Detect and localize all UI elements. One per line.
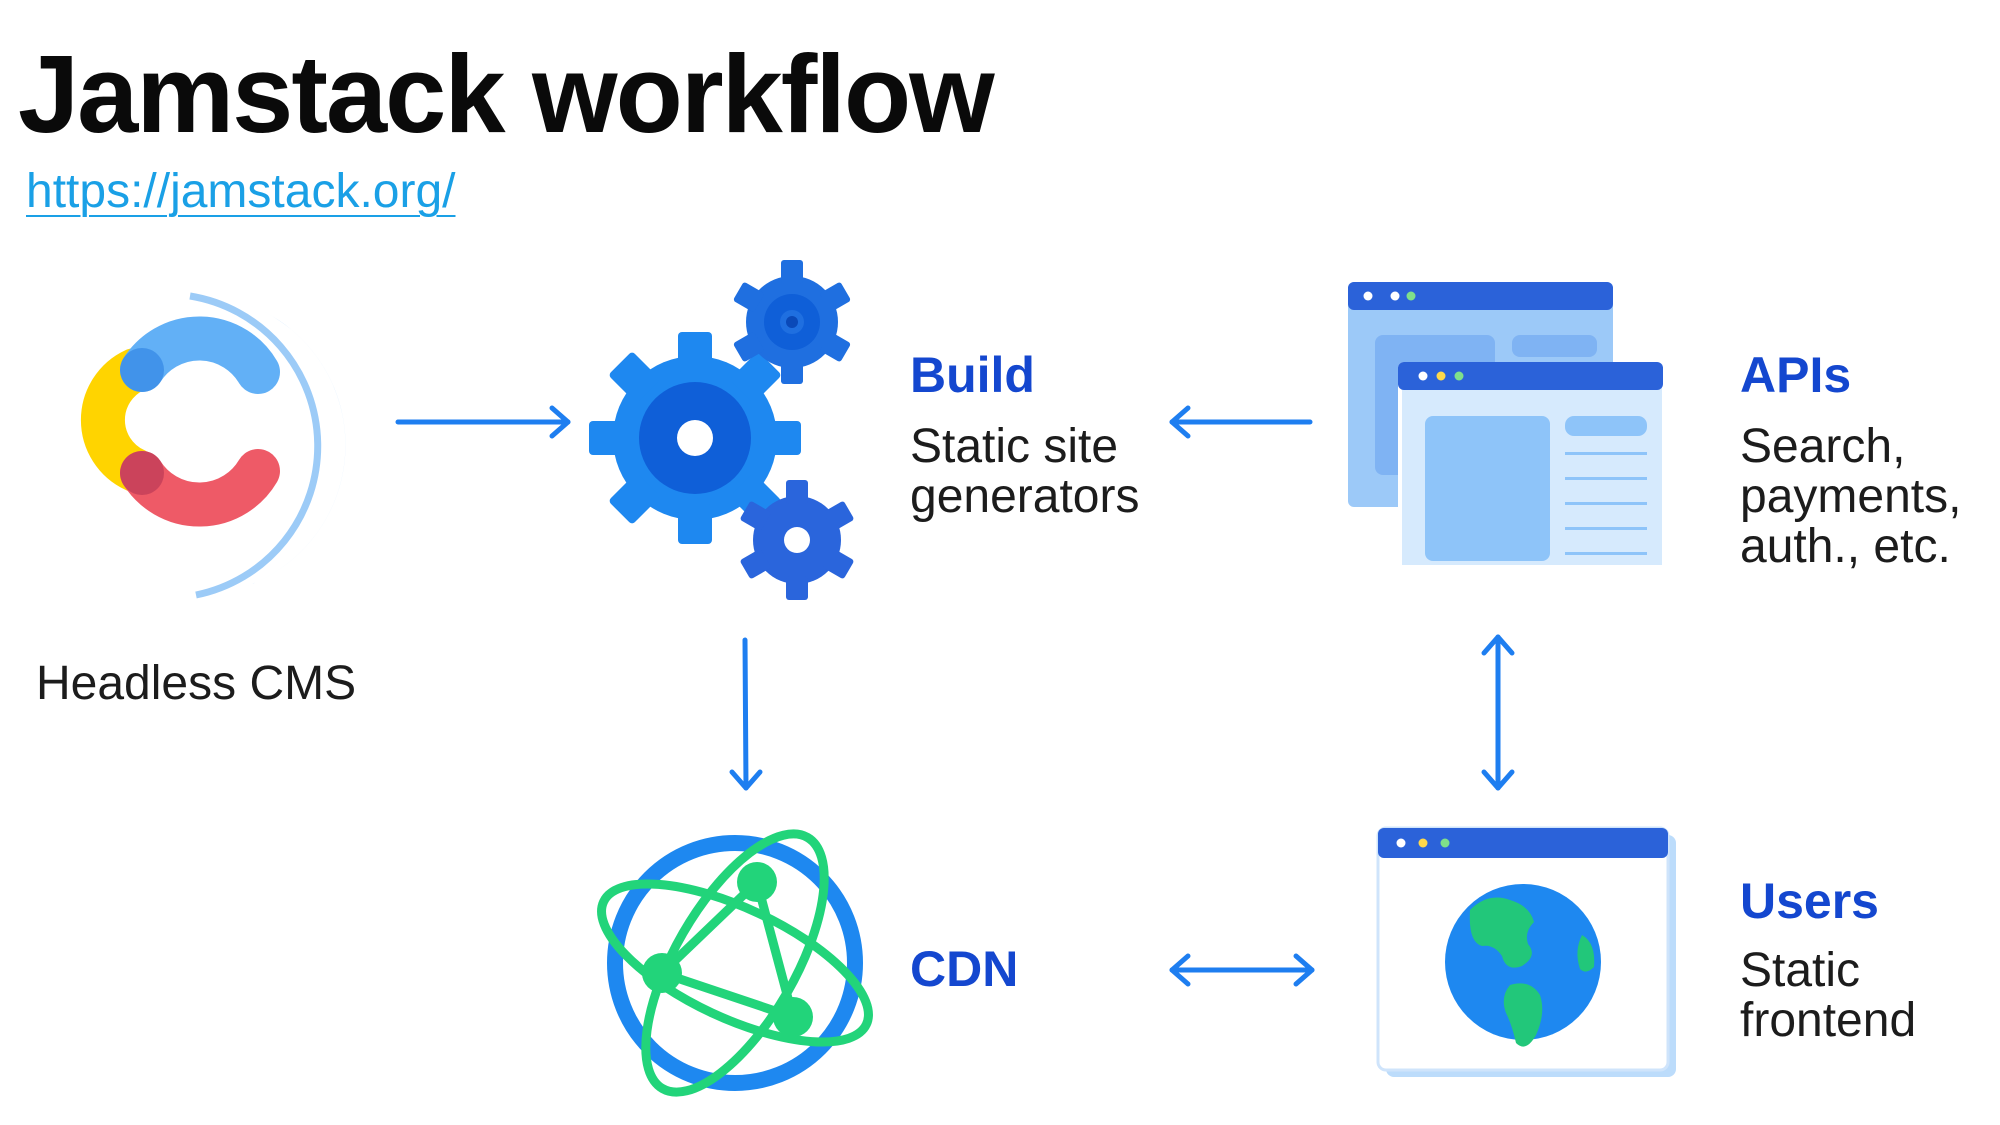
contentful-logo-icon <box>80 292 346 599</box>
source-link[interactable]: https://jamstack.org/ <box>26 165 456 218</box>
browser-windows-icon <box>1348 282 1663 567</box>
arrow-apis-to-build <box>1169 405 1313 439</box>
build-description-line-2: generators <box>910 470 1140 523</box>
network-globe-icon <box>597 829 873 1097</box>
users-heading: Users <box>1740 873 1879 929</box>
apis-description-line-1: Search, <box>1740 420 1906 473</box>
gears-icon <box>589 260 854 600</box>
users-description-line-1: Static <box>1740 944 1861 997</box>
apis-description-line-3: auth., etc. <box>1740 520 1951 573</box>
apis-heading: APIs <box>1740 347 1852 403</box>
page-title: Jamstack workflow <box>18 33 995 156</box>
users-description-line-2: frontend <box>1740 994 1917 1047</box>
cms-label: Headless CMS <box>36 657 357 710</box>
arrow-build-to-cdn <box>729 637 763 791</box>
cdn-heading: CDN <box>910 941 1019 997</box>
arrow-apis-users <box>1481 634 1515 791</box>
apis-description-line-2: payments, <box>1740 470 1962 523</box>
build-heading: Build <box>910 347 1035 403</box>
build-description-line-1: Static site <box>910 420 1119 473</box>
arrow-cms-to-build <box>395 405 571 439</box>
browser-globe-icon <box>1376 826 1676 1077</box>
arrow-cdn-users <box>1169 953 1315 987</box>
